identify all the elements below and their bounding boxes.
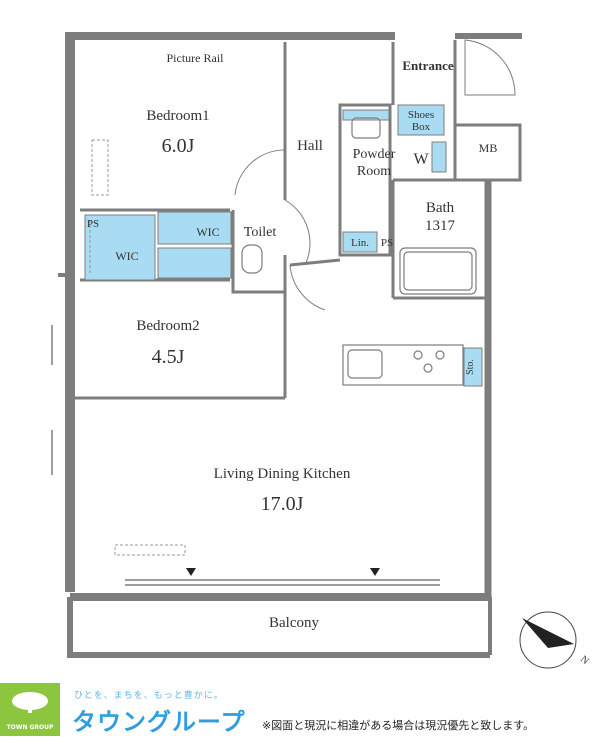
markers	[186, 568, 380, 576]
powder-room-label-1: Powder	[353, 147, 396, 162]
storage-fixtures	[84, 104, 483, 387]
mb-label: MB	[479, 141, 498, 155]
windows	[51, 90, 440, 586]
bath-label: Bath	[426, 200, 455, 216]
ldk-label: Living Dining Kitchen	[214, 466, 351, 482]
shoes-box-label-2: Box	[412, 121, 431, 133]
bath-size-label: 1317	[425, 218, 456, 234]
compass-north-label: N	[578, 654, 591, 667]
wic-label-1: WIC	[115, 249, 138, 263]
brand-tagline: ひとを、まちを、もっと豊かに。	[74, 691, 224, 701]
ldk-size: 17.0J	[261, 493, 304, 515]
logo-text: TOWN GROUP	[6, 724, 54, 731]
lin-label: Lin.	[351, 237, 369, 249]
shoes-box-label-1: Shoes	[408, 109, 434, 121]
town-group-logo	[0, 683, 60, 736]
washer-label: W	[413, 151, 429, 168]
disclaimer-notice: ※図面と現況に相違がある場合は現況優先と致します。	[262, 719, 535, 732]
brand-name: タウングループ	[72, 708, 246, 736]
bedroom2-label: Bedroom2	[136, 318, 199, 334]
bath-fixtures	[241, 117, 477, 386]
toilet-label: Toilet	[244, 225, 277, 240]
tree-icon	[12, 692, 48, 713]
balcony-label: Balcony	[269, 615, 319, 631]
ps-label-2: PS	[381, 237, 393, 249]
powder-room-label-2: Room	[357, 164, 391, 179]
compass-icon: N	[519, 611, 591, 669]
bedroom1-size: 6.0J	[162, 135, 195, 157]
bedroom1-label: Bedroom1	[146, 108, 209, 124]
floor-plan: Picture Rail Bedroom1 6.0J Hall Entrance…	[51, 32, 591, 669]
hall-label: Hall	[297, 138, 323, 154]
ps-label-1: PS	[87, 218, 99, 230]
wic-label-2: WIC	[196, 225, 219, 239]
door-swings	[234, 39, 516, 311]
bedroom2-size: 4.5J	[152, 346, 185, 368]
dashed-lines	[89, 139, 186, 556]
walls	[58, 32, 522, 658]
sto-label: Sto.	[465, 359, 476, 375]
entrance-label: Entrance	[402, 58, 454, 73]
picture-rail-label: Picture Rail	[167, 51, 225, 65]
